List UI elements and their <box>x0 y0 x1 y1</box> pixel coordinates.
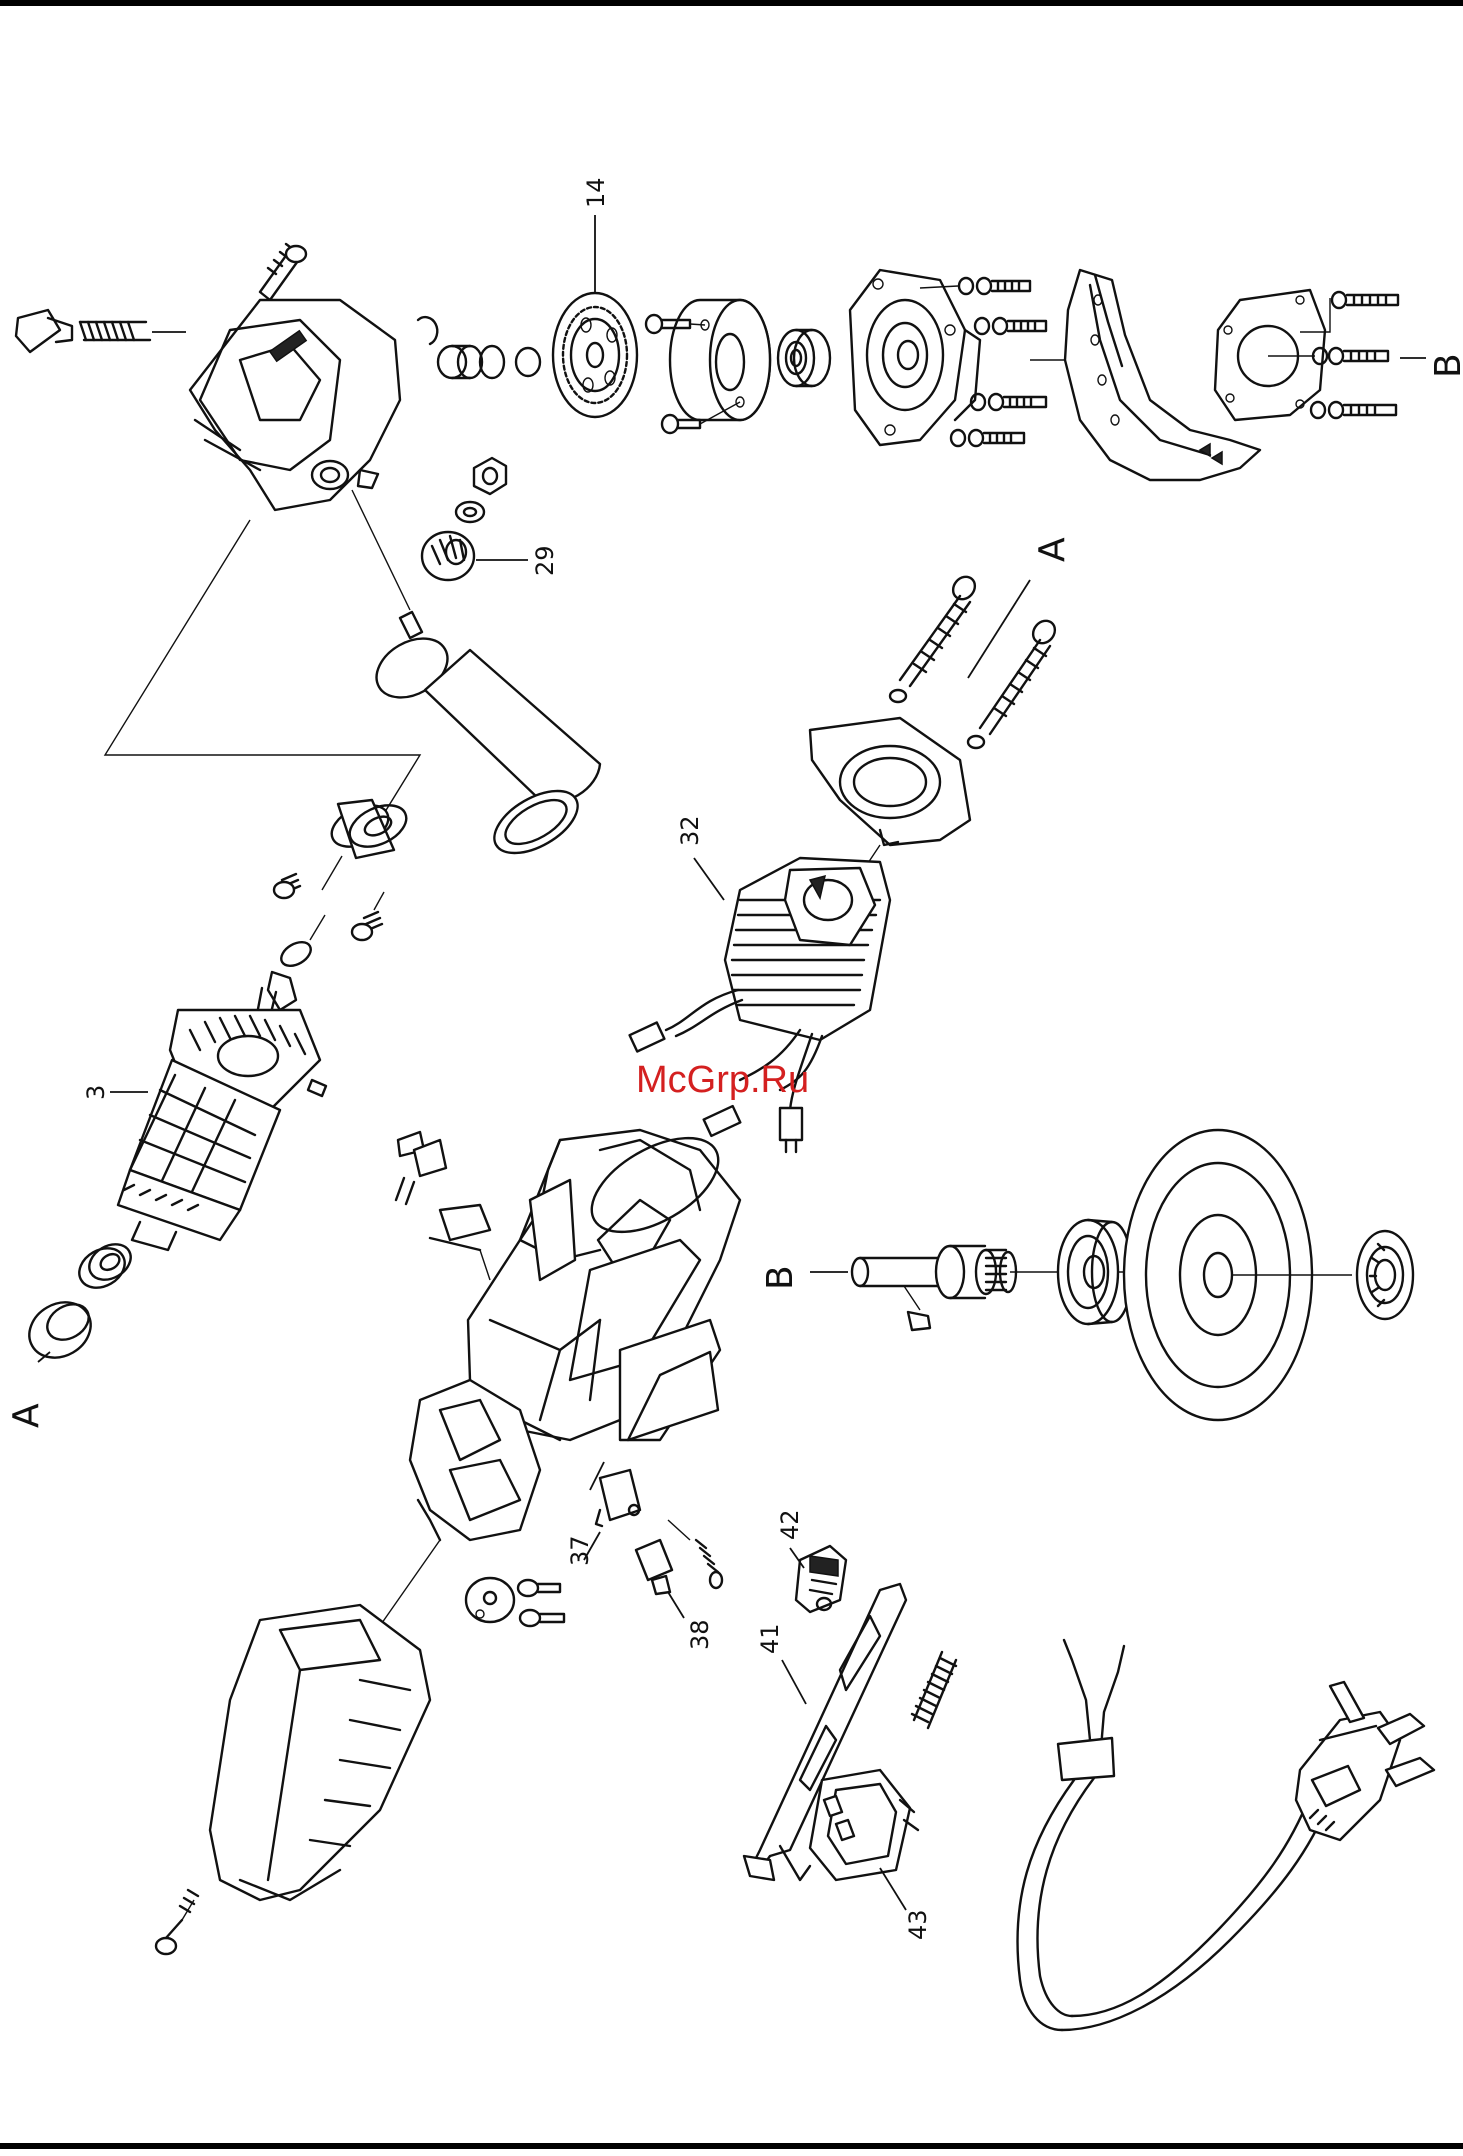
snap-ring <box>480 346 504 378</box>
a-top-leader <box>968 580 1030 678</box>
rear-bearing <box>72 1237 137 1295</box>
leader-41 <box>782 1660 806 1704</box>
part-label-41: 41 <box>756 1623 784 1654</box>
section-letter-a-bottom: A <box>6 1403 47 1428</box>
oring-leader <box>310 915 325 940</box>
armature-oring <box>277 937 315 970</box>
section-letter-b-right: B <box>1428 353 1463 378</box>
side-handle <box>352 490 600 866</box>
switch-spring <box>912 1652 956 1728</box>
bearing-leader <box>322 856 342 890</box>
handle-stud-leader <box>352 490 410 610</box>
brush-cover-screw-2 <box>520 1610 564 1626</box>
carbon-brush-38 <box>636 1540 672 1594</box>
brush-screw-left <box>274 874 300 898</box>
nut <box>474 458 506 494</box>
section-letter-b-spindle: B <box>760 1265 801 1290</box>
pinion-gear-29 <box>422 532 474 580</box>
circlip <box>418 317 437 344</box>
part-label-37: 37 <box>566 1535 594 1566</box>
armature-bearing-top <box>325 797 413 858</box>
watermark: McGrp.Ru <box>636 1059 809 1101</box>
part-label-14: 14 <box>582 177 610 208</box>
part-label-32: 32 <box>676 815 704 846</box>
terminal-2 <box>704 1106 741 1136</box>
brush-cap-screw <box>696 1540 722 1588</box>
brush-holder-leader <box>480 1250 490 1280</box>
rear-screw-leader <box>182 1900 194 1920</box>
bearing-plate <box>670 300 770 420</box>
spindle-key <box>908 1312 930 1330</box>
ring-screw-lower <box>1311 402 1396 418</box>
stator-32 <box>725 858 890 1040</box>
leader-32 <box>694 858 724 900</box>
housing-bearing-leader <box>105 520 420 820</box>
part-label-42: 42 <box>776 1509 804 1540</box>
brush-cover-plate <box>466 1578 514 1622</box>
part-label-38: 38 <box>686 1619 714 1650</box>
cover-screw-4 <box>951 430 1024 446</box>
terminal-1 <box>630 1023 665 1052</box>
brush-cover-screw-1 <box>518 1580 560 1596</box>
bevel-gear-14 <box>553 293 637 417</box>
spindle-bearing <box>778 330 830 386</box>
section-letter-a-top: A <box>1032 537 1073 562</box>
key-leader <box>904 1286 920 1310</box>
gear-cover <box>850 270 980 445</box>
clamping-nut <box>1357 1231 1413 1319</box>
leader-43 <box>880 1868 906 1910</box>
gear-housing <box>190 300 400 510</box>
screw-right-leader <box>374 892 384 910</box>
stator-screw-right <box>968 616 1059 748</box>
lock-spring <box>80 322 150 340</box>
armature-3 <box>118 972 326 1250</box>
guard-clamp-ring <box>1215 290 1325 420</box>
bearing-cap <box>19 1291 100 1368</box>
cover-screw-2 <box>975 318 1046 334</box>
switch-slider-42 <box>796 1546 846 1612</box>
rear-housing <box>210 1540 440 1900</box>
screw-leader-38 <box>668 1520 690 1540</box>
brush-holder-upper <box>396 1132 490 1250</box>
screw-leader-upper <box>690 324 705 325</box>
spacer-sleeve <box>438 346 482 378</box>
brush-screw-right <box>352 912 382 940</box>
part-label-3: 3 <box>82 1085 110 1100</box>
washer <box>516 348 540 376</box>
nut-washer <box>456 502 484 522</box>
leader-38 <box>668 1592 684 1618</box>
cover-screw-1 <box>959 278 1030 294</box>
cover-screw-3 <box>971 394 1046 410</box>
stator-screw-left <box>890 572 979 702</box>
power-cord <box>1017 1640 1330 2030</box>
power-plug <box>1296 1682 1434 1840</box>
housing-screw <box>260 244 306 300</box>
air-baffle <box>810 718 970 845</box>
ring-screw-upper <box>1332 292 1398 308</box>
spindle-lock-button <box>16 310 72 352</box>
part-label-29: 29 <box>531 545 559 576</box>
output-spindle <box>852 1246 1016 1298</box>
carbon-brush-37 <box>596 1470 640 1526</box>
ring-screw-middle <box>1313 348 1388 364</box>
power-switch-43 <box>810 1770 918 1880</box>
rear-housing-screw <box>156 1890 198 1954</box>
part-label-43: 43 <box>904 1909 932 1940</box>
terminal-3 <box>780 1108 802 1152</box>
